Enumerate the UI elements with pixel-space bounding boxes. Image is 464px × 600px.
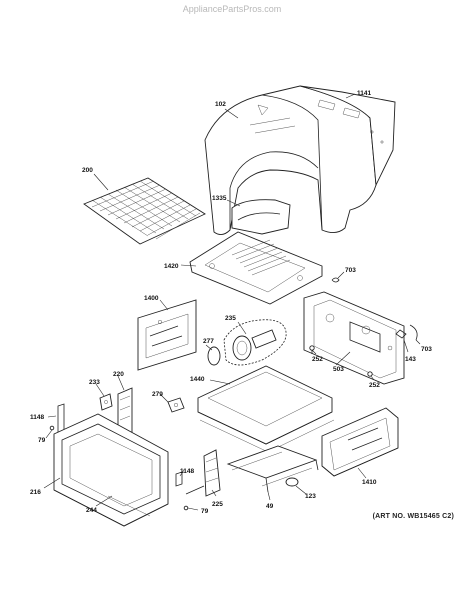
- callout-252-upper: 252: [312, 356, 323, 363]
- callout-1148-right: 1148: [180, 468, 194, 475]
- part-drawer-assembly[interactable]: [321, 407, 399, 477]
- callout-235: 235: [225, 315, 236, 322]
- callout-225: 225: [212, 501, 223, 508]
- part-broil-bracket[interactable]: [231, 199, 291, 235]
- callout-1141: 1141: [357, 90, 371, 97]
- callout-143: 143: [405, 356, 416, 363]
- watermark-text: AppliancePartsPros.com: [182, 4, 282, 14]
- part-clip-703-upper[interactable]: [331, 277, 340, 283]
- callout-102: 102: [215, 101, 226, 108]
- part-drawer-roller[interactable]: [285, 477, 299, 487]
- part-screw-79-left[interactable]: [49, 425, 55, 431]
- part-clip-143[interactable]: [395, 329, 407, 339]
- callout-252-lower: 252: [369, 382, 380, 389]
- callout-1148-left: 1148: [30, 414, 44, 421]
- callout-200: 200: [82, 167, 93, 174]
- callout-1420: 1420: [164, 263, 179, 270]
- part-oven-bottom-tray[interactable]: [189, 231, 323, 305]
- callout-79-right: 79: [201, 508, 209, 515]
- callout-labels: 102 1141 200 1335 1420 703 1400 235 277 …: [30, 90, 432, 515]
- part-oven-rack[interactable]: [83, 177, 206, 245]
- part-hinge-right[interactable]: [185, 449, 221, 497]
- callout-233: 233: [89, 379, 100, 386]
- part-left-side-panel[interactable]: [137, 299, 197, 371]
- part-drawer-slides[interactable]: [226, 445, 319, 493]
- part-convection-fan[interactable]: [223, 319, 287, 366]
- part-screw-79-right[interactable]: [183, 505, 189, 511]
- part-rear-panel[interactable]: [303, 291, 405, 385]
- part-oven-floor-panel[interactable]: [197, 365, 335, 453]
- callout-244: 244: [86, 507, 97, 514]
- callout-79-left: 79: [38, 437, 46, 444]
- part-gasket-ring[interactable]: [207, 346, 221, 366]
- part-door-switch[interactable]: [99, 393, 113, 411]
- callout-123: 123: [305, 493, 316, 500]
- callout-1400: 1400: [144, 295, 159, 302]
- part-door-latch[interactable]: [167, 397, 185, 413]
- callout-503: 503: [333, 366, 344, 373]
- callout-279: 279: [152, 391, 163, 398]
- callout-277: 277: [203, 338, 214, 345]
- callout-1410: 1410: [362, 479, 377, 486]
- callout-49: 49: [266, 503, 274, 510]
- part-rear-cover-panel[interactable]: [299, 85, 396, 187]
- callout-703-lower: 703: [421, 346, 432, 353]
- part-outer-case[interactable]: [204, 85, 377, 235]
- callout-216: 216: [30, 489, 41, 496]
- callout-703-upper: 703: [345, 267, 356, 274]
- callout-1440: 1440: [190, 376, 205, 383]
- leader-lines: [43, 93, 421, 511]
- callout-1335: 1335: [212, 195, 227, 202]
- part-door-gasket[interactable]: [107, 495, 151, 517]
- art-number: (ART NO. WB15465 C2): [372, 513, 454, 520]
- part-oven-door[interactable]: [53, 413, 169, 527]
- part-screw-252-lower[interactable]: [367, 371, 373, 377]
- part-clip-703-lower[interactable]: [409, 324, 418, 341]
- part-screw-252-upper[interactable]: [309, 345, 315, 354]
- callout-220: 220: [113, 371, 124, 378]
- part-door-trim-right[interactable]: [175, 471, 183, 487]
